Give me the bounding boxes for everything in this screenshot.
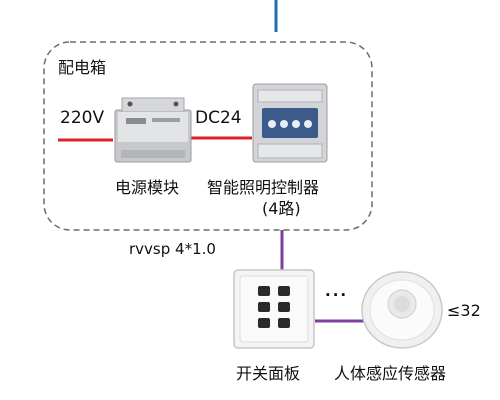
controller-channels-label: (4路) (262, 199, 301, 218)
sensor-label: 人体感应传感器 (334, 364, 447, 383)
switch-panel-icon (233, 269, 315, 349)
controller-label: 智能照明控制器 (207, 178, 320, 197)
distribution-box-border (43, 41, 373, 231)
voltage-input-label: 220V (60, 108, 105, 128)
distribution-box-title: 配电箱 (58, 58, 107, 77)
motion-sensor-icon (361, 271, 443, 349)
cable-label: rvvsp 4*1.0 (129, 240, 216, 258)
voltage-output-label: DC24 (195, 108, 242, 128)
sensor-count-label: ≤32 (447, 301, 481, 320)
lighting-controller-icon (252, 83, 328, 163)
power-module-icon (114, 97, 192, 163)
switch-panel-label: 开关面板 (236, 364, 301, 383)
power-module-label: 电源模块 (115, 178, 180, 197)
ellipsis-label: ... (325, 282, 349, 300)
